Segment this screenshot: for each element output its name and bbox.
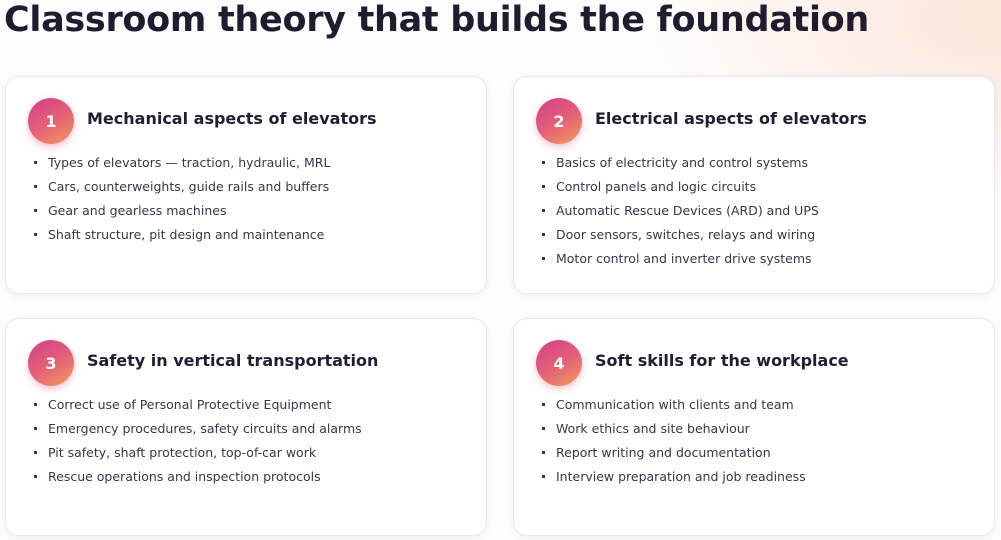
module-number-badge: 1 bbox=[28, 98, 74, 144]
module-topic-list: Communication with clients and team Work… bbox=[541, 393, 806, 489]
list-item: Pit safety, shaft protection, top-of-car… bbox=[33, 441, 362, 465]
module-topic-list: Correct use of Personal Protective Equip… bbox=[33, 393, 362, 489]
list-item: Control panels and logic circuits bbox=[541, 175, 819, 199]
module-card-soft-skills: 4 Soft skills for the workplace Communic… bbox=[513, 318, 995, 536]
list-item: Emergency procedures, safety circuits an… bbox=[33, 417, 362, 441]
list-item: Automatic Rescue Devices (ARD) and UPS bbox=[541, 199, 819, 223]
module-title: Soft skills for the workplace bbox=[595, 351, 849, 370]
list-item: Cars, counterweights, guide rails and bu… bbox=[33, 175, 330, 199]
list-item: Door sensors, switches, relays and wirin… bbox=[541, 223, 819, 247]
module-topic-list: Types of elevators — traction, hydraulic… bbox=[33, 151, 330, 247]
module-topic-list: Basics of electricity and control system… bbox=[541, 151, 819, 271]
module-number-badge: 2 bbox=[536, 98, 582, 144]
module-title: Safety in vertical transportation bbox=[87, 351, 379, 370]
module-card-mechanical: 1 Mechanical aspects of elevators Types … bbox=[5, 76, 487, 294]
list-item: Report writing and documentation bbox=[541, 441, 806, 465]
module-number-badge: 3 bbox=[28, 340, 74, 386]
page-title: Classroom theory that builds the foundat… bbox=[4, 0, 870, 40]
module-card-safety: 3 Safety in vertical transportation Corr… bbox=[5, 318, 487, 536]
list-item: Basics of electricity and control system… bbox=[541, 151, 819, 175]
list-item: Shaft structure, pit design and maintena… bbox=[33, 223, 330, 247]
module-number-badge: 4 bbox=[536, 340, 582, 386]
list-item: Gear and gearless machines bbox=[33, 199, 330, 223]
list-item: Interview preparation and job readiness bbox=[541, 465, 806, 489]
module-title: Mechanical aspects of elevators bbox=[87, 109, 377, 128]
list-item: Correct use of Personal Protective Equip… bbox=[33, 393, 362, 417]
module-card-electrical: 2 Electrical aspects of elevators Basics… bbox=[513, 76, 995, 294]
list-item: Communication with clients and team bbox=[541, 393, 806, 417]
list-item: Rescue operations and inspection protoco… bbox=[33, 465, 362, 489]
list-item: Types of elevators — traction, hydraulic… bbox=[33, 151, 330, 175]
module-title: Electrical aspects of elevators bbox=[595, 109, 867, 128]
list-item: Motor control and inverter drive systems bbox=[541, 247, 819, 271]
list-item: Work ethics and site behaviour bbox=[541, 417, 806, 441]
